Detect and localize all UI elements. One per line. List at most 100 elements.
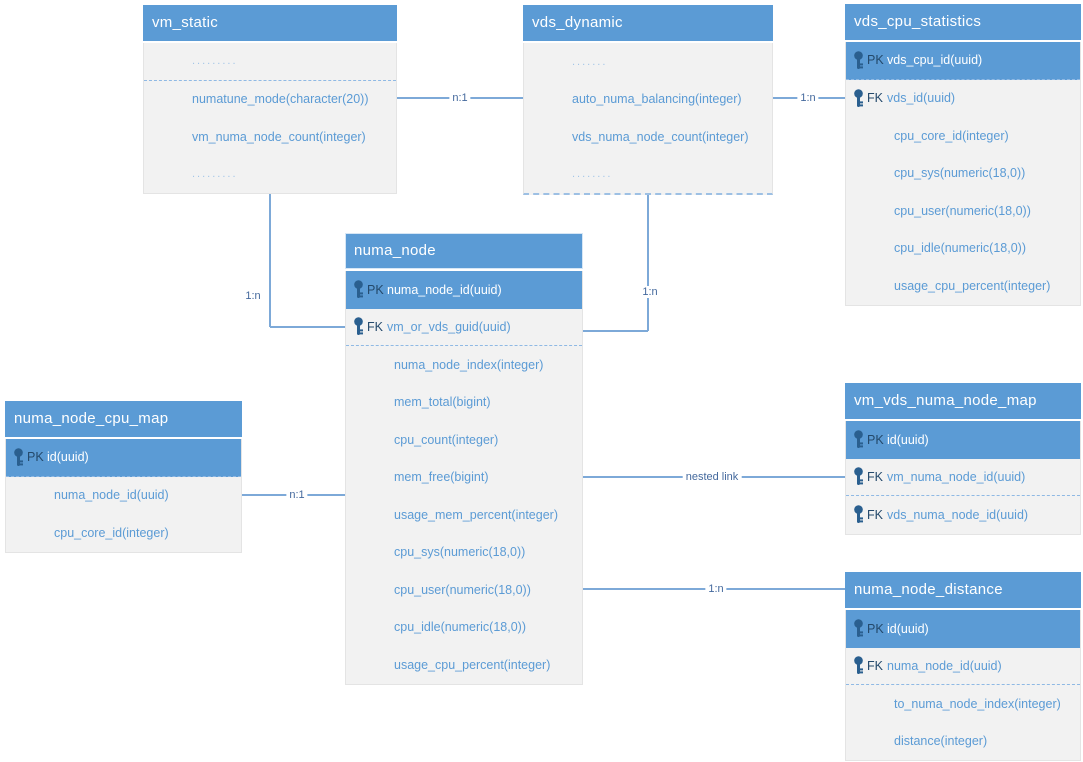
key-type-label: FK xyxy=(367,319,383,334)
field-text: mem_free(bigint) xyxy=(394,470,489,485)
field-row: cpu_idle(numeric(18,0)) xyxy=(346,609,582,647)
field-text: cpu_user(numeric(18,0)) xyxy=(894,203,1031,218)
field-text: cpu_sys(numeric(18,0)) xyxy=(894,166,1026,181)
relationship-label-vm_static-numa_node: 1:n xyxy=(242,290,264,302)
entity-title: vds_dynamic xyxy=(532,14,623,31)
key-cell: FK xyxy=(846,89,887,108)
entity-title: numa_node_cpu_map xyxy=(14,410,169,427)
entity-title: numa_node_distance xyxy=(854,581,1003,598)
field-row: numa_node_index(integer) xyxy=(346,346,582,384)
entity-header[interactable]: numa_node_cpu_map xyxy=(5,401,242,437)
field-row: distance(integer) xyxy=(846,723,1080,761)
field-row: usage_mem_percent(integer) xyxy=(346,496,582,534)
entity-header[interactable]: vm_static xyxy=(143,5,397,41)
key-type-label: PK xyxy=(867,621,884,636)
entity-header[interactable]: numa_node_distance xyxy=(845,572,1081,608)
relationship-label-numa_node-numa_node_distance: 1:n xyxy=(705,583,727,595)
field-text: cpu_core_id(integer) xyxy=(894,128,1009,143)
field-text: to_numa_node_index(integer) xyxy=(894,696,1061,711)
entity-body: ....... auto_numa_balancing(integer) vds_n… xyxy=(523,43,773,195)
key-cell: FK xyxy=(846,656,887,675)
field-row: cpu_user(numeric(18,0)) xyxy=(846,192,1080,230)
ellipsis-text: ....... xyxy=(572,55,608,68)
key-icon xyxy=(13,448,26,467)
key-icon xyxy=(853,656,866,675)
field-text: usage_mem_percent(integer) xyxy=(394,507,558,522)
ellipsis-row: ........ xyxy=(524,156,772,194)
field-text: cpu_core_id(integer) xyxy=(54,525,169,540)
key-cell: PK xyxy=(846,430,887,449)
entity-vds_dynamic[interactable]: vds_dynamic....... auto_numa_balancing(in… xyxy=(523,5,773,195)
ellipsis-row: ....... xyxy=(524,43,772,81)
key-type-label: FK xyxy=(867,91,883,106)
field-text: cpu_idle(numeric(18,0)) xyxy=(394,620,527,635)
entity-header[interactable]: vm_vds_numa_node_map xyxy=(845,383,1081,419)
key-type-label: PK xyxy=(27,450,44,465)
key-type-label: PK xyxy=(867,53,884,68)
key-type-label: FK xyxy=(867,469,883,484)
key-cell: PK xyxy=(846,619,887,638)
ellipsis-text: ......... xyxy=(192,55,238,68)
entity-header[interactable]: numa_node xyxy=(345,233,583,269)
field-text: distance(integer) xyxy=(894,734,988,749)
field-text: vm_numa_node_count(integer) xyxy=(192,129,366,144)
field-text: vds_numa_node_count(integer) xyxy=(572,129,749,144)
key-type-label: FK xyxy=(867,507,883,522)
field-row: cpu_sys(numeric(18,0)) xyxy=(346,534,582,572)
key-icon xyxy=(353,317,366,336)
relationship-label-vds_dynamic-vds_cpu_statistics: 1:n xyxy=(797,92,819,104)
key-cell: PK xyxy=(846,51,887,70)
entity-header[interactable]: vds_cpu_statistics xyxy=(845,4,1081,40)
key-icon xyxy=(853,467,866,486)
entity-header[interactable]: vds_dynamic xyxy=(523,5,773,41)
key-cell: PK xyxy=(6,448,47,467)
ellipsis-text: ........ xyxy=(572,168,613,181)
key-icon xyxy=(353,280,366,299)
entity-title: vm_vds_numa_node_map xyxy=(854,392,1037,409)
fk-row: FK vm_numa_node_id(uuid) xyxy=(846,459,1080,496)
relationship-label-vm_static-vds_dynamic: n:1 xyxy=(449,92,471,104)
field-row: mem_free(bigint) xyxy=(346,459,582,497)
key-type-label: PK xyxy=(867,432,884,447)
relationship-label-vds_dynamic-numa_node: 1:n xyxy=(639,286,661,298)
key-icon xyxy=(853,430,866,449)
field-row: cpu_count(integer) xyxy=(346,421,582,459)
field-row: mem_total(bigint) xyxy=(346,384,582,422)
field-row: vm_numa_node_count(integer) xyxy=(144,118,396,156)
field-text: mem_total(bigint) xyxy=(394,395,491,410)
entity-vm_static[interactable]: vm_static.........numatune_mode(characte… xyxy=(143,5,397,194)
field-row: numa_node_id(uuid) xyxy=(6,477,241,515)
field-text: cpu_idle(numeric(18,0)) xyxy=(894,241,1027,256)
field-text: id(uuid) xyxy=(887,621,929,636)
key-icon xyxy=(853,619,866,638)
field-row: cpu_sys(numeric(18,0)) xyxy=(846,155,1080,193)
field-row: cpu_core_id(integer) xyxy=(846,117,1080,155)
key-icon xyxy=(853,89,866,108)
key-cell: FK xyxy=(346,317,387,336)
field-text: numa_node_id(uuid) xyxy=(54,488,169,503)
key-icon xyxy=(853,505,866,524)
field-text: vds_cpu_id(uuid) xyxy=(887,53,983,68)
fk-row: FK vds_numa_node_id(uuid) xyxy=(846,496,1080,534)
field-text: auto_numa_balancing(integer) xyxy=(572,92,742,107)
key-type-label: FK xyxy=(867,658,883,673)
relationship-line-vds_dynamic-numa_node xyxy=(583,330,648,332)
entity-title: vds_cpu_statistics xyxy=(854,13,982,30)
field-text: vds_numa_node_id(uuid) xyxy=(887,507,1029,522)
field-text: id(uuid) xyxy=(887,432,929,447)
field-text: vm_numa_node_id(uuid) xyxy=(887,469,1026,484)
